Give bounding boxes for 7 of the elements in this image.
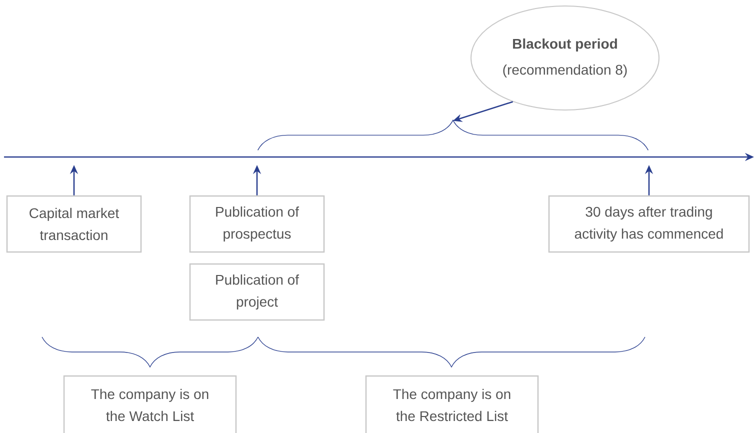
event-box: Publication of prospectus [189, 195, 325, 253]
event-box: Publication of project [189, 263, 325, 321]
brace [257, 120, 649, 151]
event-box: 30 days after trading activity has commenced [548, 195, 750, 253]
status-box: The company is on the Watch List [63, 375, 237, 433]
status-box: The company is on the Restricted List [365, 375, 539, 433]
event-box: Capital market transaction [6, 195, 142, 253]
